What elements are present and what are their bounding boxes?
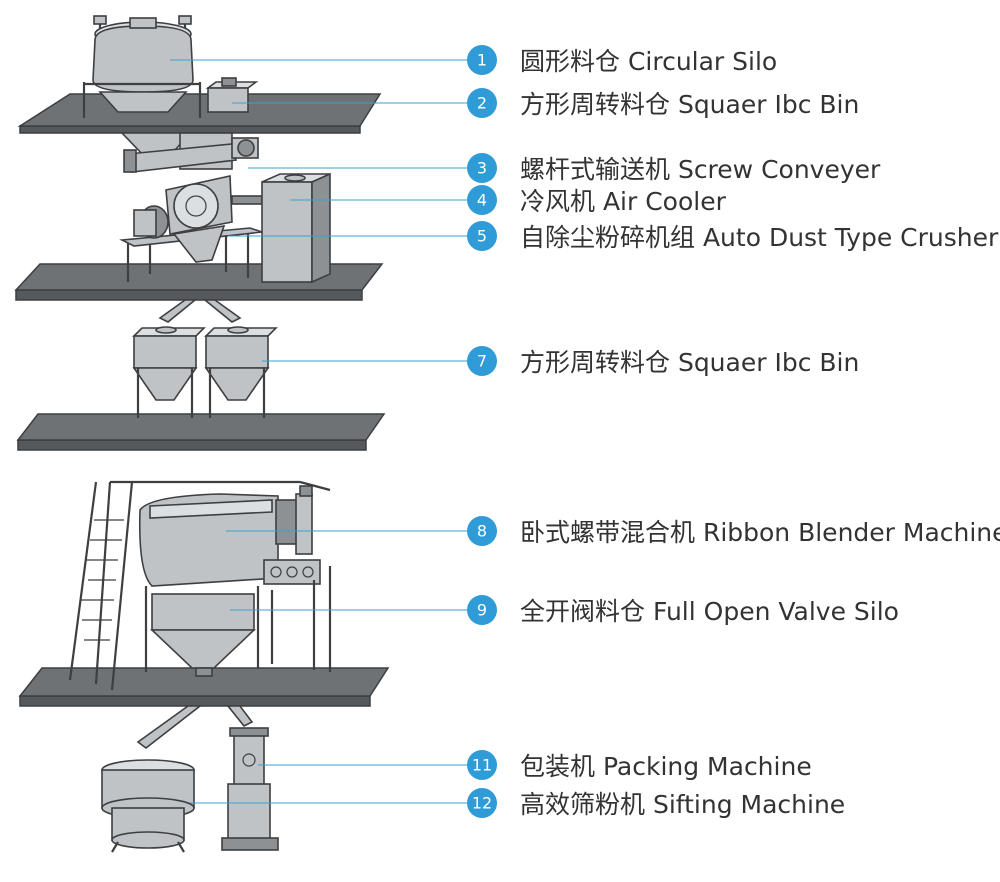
callout-number: 1 <box>477 51 487 70</box>
square-ibc-bin-pair <box>132 326 278 418</box>
callout-badge <box>467 516 497 546</box>
callout-1: 1 圆形料仓 Circular Silo <box>467 45 777 76</box>
callout-badge <box>467 750 497 780</box>
callout-label: 高效筛粉机 Sifting Machine <box>520 790 845 819</box>
callout-badge <box>467 45 497 75</box>
callout-label: 冷风机 Air Cooler <box>520 187 727 216</box>
callout-3: 3 螺杆式输送机 Screw Conveyer <box>467 153 881 184</box>
leader-lines <box>170 59 468 804</box>
callout-badge <box>467 346 497 376</box>
callout-2: 2 方形周转料仓 Squaer Ibc Bin <box>467 88 859 119</box>
callout-label: 方形周转料仓 Squaer Ibc Bin <box>520 348 859 377</box>
air-cooler <box>261 172 331 284</box>
callout-number: 8 <box>477 522 487 541</box>
callout-number: 9 <box>477 601 487 620</box>
chutes-floor-2 <box>158 299 242 323</box>
sifting-machine <box>101 759 195 853</box>
callout-number: 5 <box>477 227 487 246</box>
callout-number: 3 <box>477 159 487 178</box>
callout-label: 螺杆式输送机 Screw Conveyer <box>520 155 881 184</box>
full-open-valve-silo <box>144 566 332 677</box>
callout-12: 12 高效筛粉机 Sifting Machine <box>467 788 845 819</box>
floor-3 <box>16 413 386 451</box>
callout-number: 2 <box>477 94 487 113</box>
callout-number: 4 <box>477 191 487 210</box>
callout-label: 自除尘粉碎机组 Auto Dust Type Crusher <box>520 223 999 252</box>
callout-label: 全开阀料仓 Full Open Valve Silo <box>520 597 899 626</box>
callout-11: 11 包装机 Packing Machine <box>467 750 812 781</box>
packing-machine <box>221 727 279 851</box>
callout-badge <box>467 788 497 818</box>
chutes-floor-4 <box>136 705 254 750</box>
callout-number: 11 <box>472 756 492 775</box>
callout-badge <box>467 185 497 215</box>
callout-8: 8 卧式螺带混合机 Ribbon Blender Machine <box>467 516 1000 547</box>
callout-label: 方形周转料仓 Squaer Ibc Bin <box>520 90 859 119</box>
callout-4: 4 冷风机 Air Cooler <box>467 185 727 216</box>
callout-number: 7 <box>477 352 487 371</box>
callout-5: 5 自除尘粉碎机组 Auto Dust Type Crusher <box>467 221 999 252</box>
access-stairs <box>68 480 331 691</box>
callout-badge <box>467 153 497 183</box>
callout-number: 12 <box>472 794 492 813</box>
square-ibc-bin-top <box>205 77 259 113</box>
callout-7: 7 方形周转料仓 Squaer Ibc Bin <box>467 346 859 377</box>
callout-9: 9 全开阀料仓 Full Open Valve Silo <box>467 595 899 626</box>
callout-label: 卧式螺带混合机 Ribbon Blender Machine <box>520 518 1000 547</box>
callout-label: 包装机 Packing Machine <box>520 752 812 781</box>
callout-badge <box>467 595 497 625</box>
circular-silo <box>82 15 202 118</box>
screw-conveyer <box>120 132 259 173</box>
callout-badge <box>467 221 497 251</box>
callout-badge <box>467 88 497 118</box>
ribbon-blender-machine <box>138 485 321 587</box>
callout-label: 圆形料仓 Circular Silo <box>520 47 777 76</box>
